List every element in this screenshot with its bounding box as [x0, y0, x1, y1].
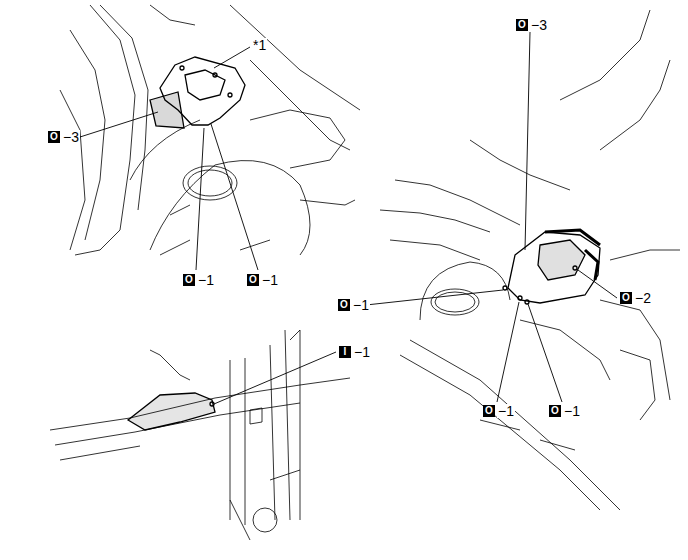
weld-type-symbol: O: [338, 299, 350, 311]
weld-type-symbol: O: [48, 131, 60, 143]
bracket-part-top-left: [150, 57, 245, 128]
callout-number: −1: [497, 404, 515, 418]
callout-number: −1: [261, 273, 279, 287]
body-structure-top-left: [60, 5, 360, 255]
weld-type-symbol: O: [247, 274, 259, 286]
callout-number: −3: [62, 130, 80, 144]
bracket-part-right: [503, 230, 600, 304]
callout-number: −2: [634, 291, 652, 305]
callout-number: −1: [352, 298, 370, 312]
weld-type-symbol: O: [549, 405, 561, 417]
weld-type-symbol: O: [516, 19, 528, 31]
bracket-part-bottom-left: [128, 393, 215, 430]
callout-number: −3: [530, 18, 548, 32]
callout-number: −1: [197, 273, 215, 287]
callout-number: −1: [353, 345, 371, 359]
weld-type-symbol: O: [483, 405, 495, 417]
leader-lines: [80, 32, 617, 404]
weld-type-symbol: O: [183, 274, 195, 286]
body-structure-right: [380, 10, 680, 510]
callout-number: −1: [563, 404, 581, 418]
weld-type-symbol: I: [339, 346, 351, 358]
weld-type-symbol: O: [620, 292, 632, 304]
body-structure-bottom-left: [50, 330, 350, 540]
callout-number: *1: [252, 38, 267, 52]
